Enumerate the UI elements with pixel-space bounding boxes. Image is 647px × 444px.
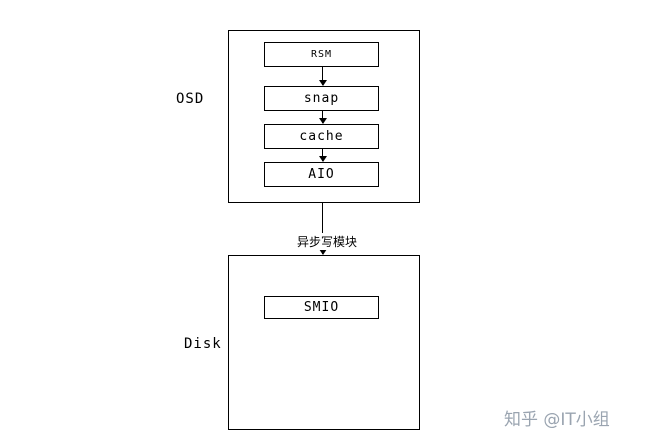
module-box-snap: snap xyxy=(264,86,379,111)
watermark-text: 知乎 @IT小组 xyxy=(504,410,610,430)
module-box-smio: SMIO xyxy=(264,296,379,319)
module-box-rsm: RSM xyxy=(264,42,379,67)
arrow-cache-to-aio xyxy=(318,149,327,162)
module-box-cache: cache xyxy=(264,124,379,149)
arrow-osd-to-disk xyxy=(318,203,327,255)
disk-container-box xyxy=(228,255,420,430)
connector-label: 异步写模块 xyxy=(294,233,361,250)
arrow-snap-to-cache xyxy=(318,111,327,124)
disk-label: Disk xyxy=(184,336,222,352)
osd-label: OSD xyxy=(176,91,205,107)
module-box-aio: AIO xyxy=(264,162,379,187)
arrow-rsm-to-snap xyxy=(318,67,327,86)
